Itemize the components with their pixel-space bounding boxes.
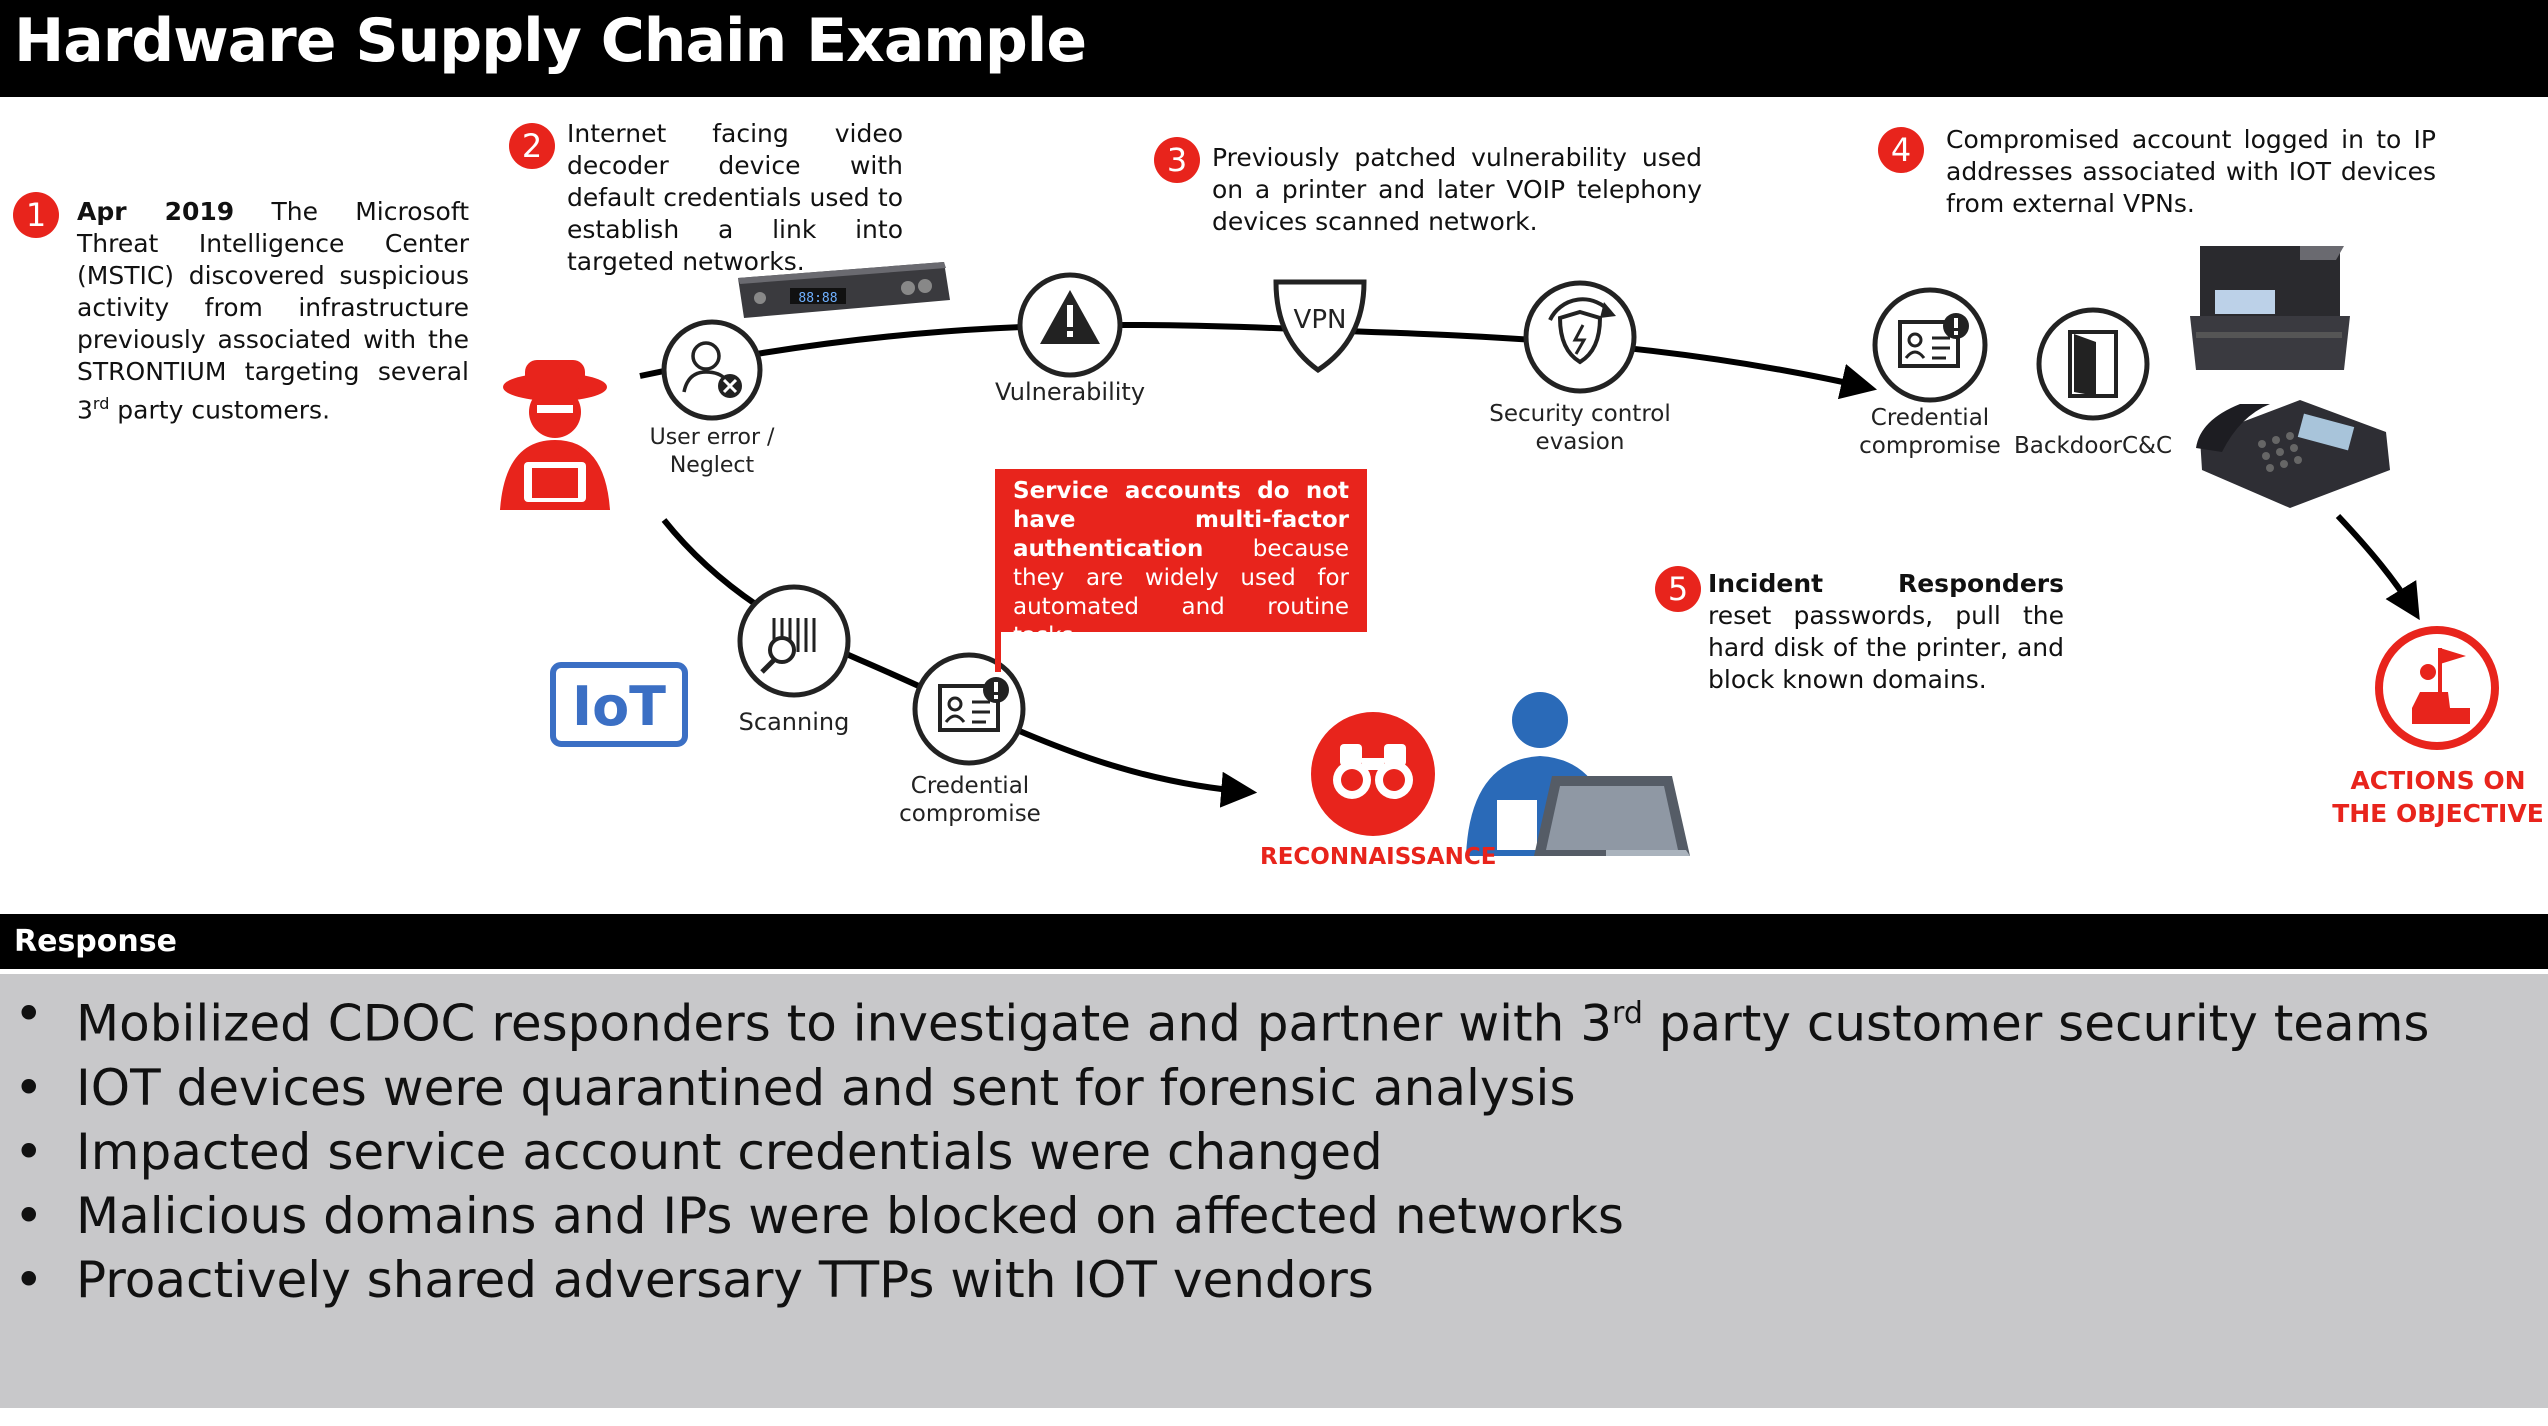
upper-flow-line <box>639 321 1878 400</box>
security-control-label: Security control evasion <box>1489 401 1671 455</box>
backdoor-label: BackdoorC&C <box>2013 433 2173 459</box>
step-5-text: Incident Responders reset passwords, pul… <box>1708 569 2064 694</box>
hacker-icon <box>500 360 610 510</box>
credential-icon-bottom <box>912 652 1026 766</box>
step-1-number: 1 <box>13 192 59 238</box>
page-title: Hardware Supply Chain Example <box>14 6 1087 76</box>
vpn-shield-icon: VPN <box>1273 279 1367 374</box>
mfa-callout: Service accounts do not have multi-facto… <box>995 469 1367 649</box>
credential-top-label: Credential compromise <box>1859 405 2001 459</box>
security-evasion-icon <box>1523 280 1637 394</box>
responder-laptop-icon <box>1466 692 1690 856</box>
step-3-number: 3 <box>1154 137 1200 183</box>
response-panel: •Mobilized CDOC responders to investigat… <box>0 974 2548 1408</box>
response-item: •IOT devices were quarantined and sent f… <box>14 1058 1576 1117</box>
reconnaissance-label: RECONNAISSANCE <box>1260 844 1497 870</box>
objective-flow-line <box>2335 513 2420 621</box>
iot-icon: IoT <box>550 662 688 747</box>
callout-pointer <box>995 630 1001 672</box>
backdoor-door-icon <box>2036 307 2150 421</box>
credential-bottom-label: Credential compromise <box>899 773 1041 827</box>
lower-flow-line <box>661 518 1258 808</box>
response-list: •Mobilized CDOC responders to investigat… <box>14 982 2429 1312</box>
warning-icon <box>1017 272 1123 378</box>
step-4-text: Compromised account logged in to IP addr… <box>1946 125 2436 218</box>
scanning-label: Scanning <box>738 708 850 736</box>
step-2-number: 2 <box>509 123 555 169</box>
binoculars-icon <box>1311 712 1435 836</box>
user-error-label: User error / Neglect <box>649 425 775 478</box>
response-header: Response <box>0 914 2548 969</box>
device-display: 88:88 <box>798 291 837 306</box>
step-2-text: Internet facing video decoder device wit… <box>567 119 903 276</box>
response-item: •Proactively shared adversary TTPs with … <box>14 1250 1374 1309</box>
objective-flag-icon <box>2375 626 2499 750</box>
phone-icon <box>2196 400 2390 508</box>
actions-objective-label: ACTIONS ON THE OBJECTIVE <box>2332 766 2544 828</box>
response-item: •Malicious domains and IPs were blocked … <box>14 1186 1624 1245</box>
iot-text: IoT <box>572 675 666 738</box>
response-item: •Mobilized CDOC responders to investigat… <box>14 985 2430 1053</box>
vpn-label: VPN <box>1294 305 1347 335</box>
title-bar: Hardware Supply Chain Example <box>0 0 2548 97</box>
video-decoder-device: 88:88 <box>738 262 950 318</box>
step-3-text: Previously patched vulnerability used on… <box>1212 143 1702 236</box>
step-1-text: Apr 2019 The Microsoft Threat Intelligen… <box>77 197 469 425</box>
response-item: •Impacted service account credentials we… <box>14 1122 1383 1181</box>
printer-icon <box>2190 246 2350 370</box>
diagram-canvas: 88:88 VPN <box>500 246 2499 856</box>
step-5-number: 5 <box>1655 566 1701 612</box>
scanning-barcode-icon <box>737 584 851 698</box>
user-error-icon <box>661 319 763 421</box>
vulnerability-label: Vulnerability <box>994 378 1146 406</box>
step-4-number: 4 <box>1878 127 1924 173</box>
credential-icon-top <box>1872 287 1988 403</box>
